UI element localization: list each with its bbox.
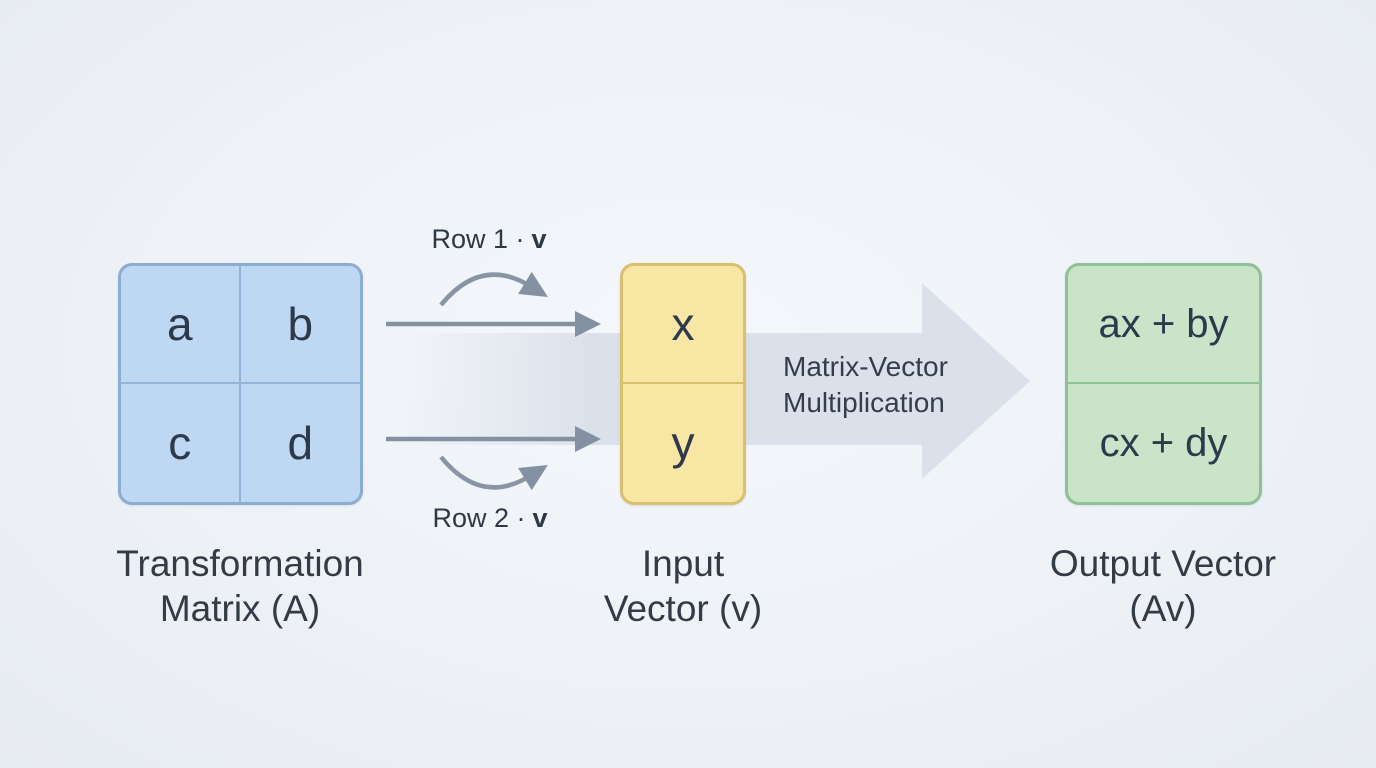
output-vector-box: ax + by cx + dy [1065, 263, 1262, 505]
output-vector-caption: Output Vector (Av) [953, 541, 1373, 631]
output-caption-line1: Output Vector [1049, 543, 1277, 584]
matrix-cell-c: c [121, 384, 241, 502]
row2-dot-label-text: Row 2 · [432, 503, 526, 533]
matrix-cell-a: a [121, 266, 241, 384]
row2-curve-arrow-icon [439, 455, 548, 491]
big-arrow-label: Matrix-Vector Multiplication [783, 349, 948, 421]
big-arrow-label-line1: Matrix-Vector [783, 351, 948, 382]
output-cell-row1: ax + by [1068, 266, 1259, 384]
input-vector-caption: Input Vector (v) [473, 541, 893, 631]
row1-dot-label: Row 1 ·v [359, 224, 619, 255]
input-cell-x: x [623, 266, 743, 384]
row1-vector-symbol: v [531, 224, 547, 254]
input-caption-line2: Vector (v) [603, 588, 763, 629]
input-cell-y: y [671, 417, 695, 469]
transformation-matrix-box: a b c d [118, 263, 363, 505]
output-caption-line2: (Av) [1129, 588, 1197, 629]
big-arrow-tail-fade [400, 333, 600, 445]
big-arrow-label-line2: Multiplication [783, 387, 945, 418]
matrix-caption: Transformation Matrix (A) [30, 541, 450, 631]
output-cell-row2: cx + dy [1099, 420, 1228, 465]
matrix-cell-b: b [240, 266, 360, 384]
row2-arrow-head-icon [575, 426, 601, 452]
input-caption-line1: Input [641, 543, 725, 584]
input-vector-box: x y [620, 263, 746, 505]
row2-dot-label: Row 2 ·v [360, 503, 620, 534]
matrix-cell-d: d [287, 417, 314, 469]
row1-dot-label-text: Row 1 · [431, 224, 525, 254]
matrix-caption-line2: Matrix (A) [159, 588, 321, 629]
row1-arrow-head-icon [575, 311, 601, 337]
row2-vector-symbol: v [532, 503, 548, 533]
row1-curve-arrow-icon [439, 271, 548, 307]
matrix-caption-line1: Transformation [116, 543, 364, 584]
